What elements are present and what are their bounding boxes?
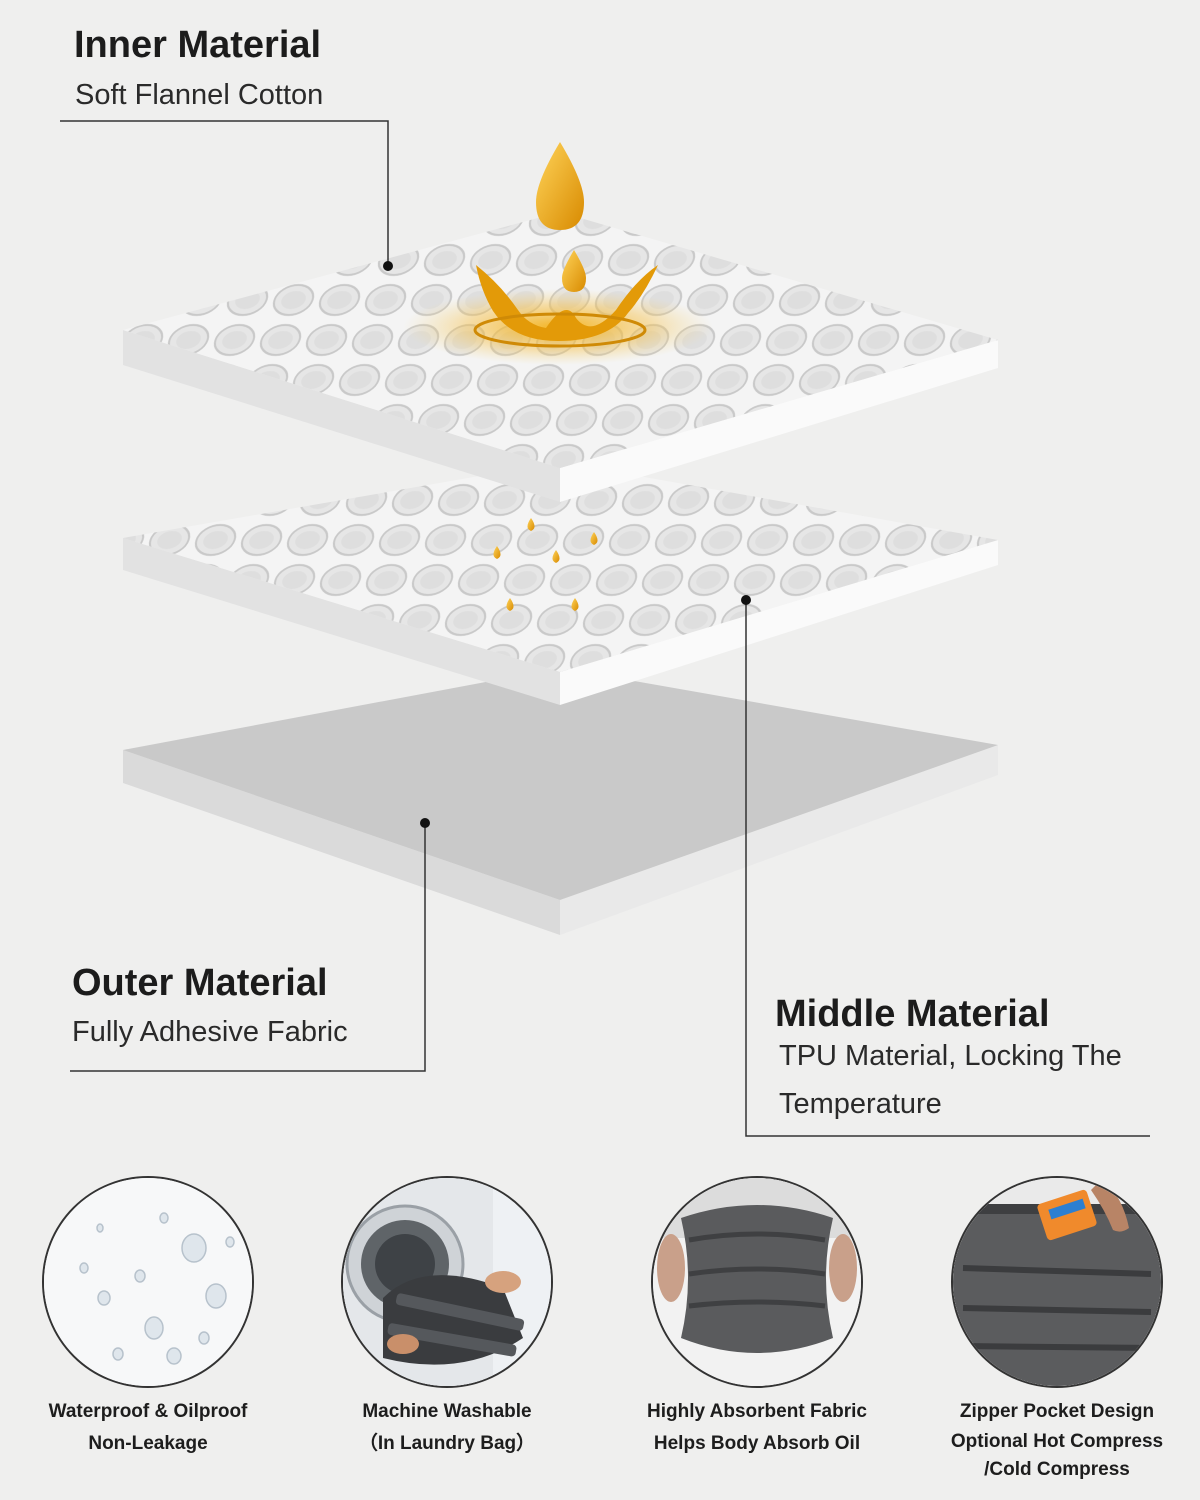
feature-absorbent-line1: Highly Absorbent Fabric xyxy=(647,1401,867,1422)
feature-zipper-line2: Optional Hot Compress xyxy=(950,1431,1164,1452)
oil-splash-icon xyxy=(473,142,658,348)
feature-washable-line2: （In Laundry Bag） xyxy=(358,1433,536,1454)
washing-machine-icon xyxy=(341,1176,553,1388)
zipper-pocket-icon xyxy=(951,1176,1163,1388)
feature-zipper-pocket: Zipper Pocket Design Optional Hot Compre… xyxy=(927,1176,1187,1484)
middle-layer xyxy=(123,462,998,705)
inner-material-title: Inner Material xyxy=(74,24,322,66)
middle-material-title: Middle Material xyxy=(775,993,1050,1035)
feature-waterproof-line1: Waterproof & Oilproof xyxy=(48,1401,248,1422)
water-drops-icon xyxy=(42,1176,254,1388)
inner-layer xyxy=(123,212,998,502)
back-support-belt-icon xyxy=(651,1176,863,1388)
outer-material-title: Outer Material xyxy=(72,962,328,1004)
middle-material-subtitle-line2: Temperature xyxy=(779,1088,942,1120)
feature-zipper-line3: /Cold Compress xyxy=(984,1459,1130,1480)
feature-waterproof: Waterproof & Oilproof Non-Leakage xyxy=(18,1176,278,1460)
inner-material-subtitle: Soft Flannel Cotton xyxy=(75,79,324,111)
leader-dots xyxy=(383,261,751,828)
feature-zipper-line1: Zipper Pocket Design xyxy=(959,1401,1155,1422)
middle-material-subtitle-line1: TPU Material, Locking The xyxy=(779,1040,1122,1072)
small-oil-drops xyxy=(493,518,598,611)
feature-absorbent-line2: Helps Body Absorb Oil xyxy=(653,1433,861,1454)
feature-machine-washable: Machine Washable （In Laundry Bag） xyxy=(317,1176,577,1460)
leader-lines xyxy=(60,120,1150,1137)
feature-absorbent: Highly Absorbent Fabric Helps Body Absor… xyxy=(627,1176,887,1460)
feature-waterproof-line2: Non-Leakage xyxy=(88,1433,208,1454)
outer-layer xyxy=(123,668,998,935)
outer-material-subtitle: Fully Adhesive Fabric xyxy=(72,1016,348,1048)
feature-washable-line1: Machine Washable xyxy=(362,1401,532,1422)
